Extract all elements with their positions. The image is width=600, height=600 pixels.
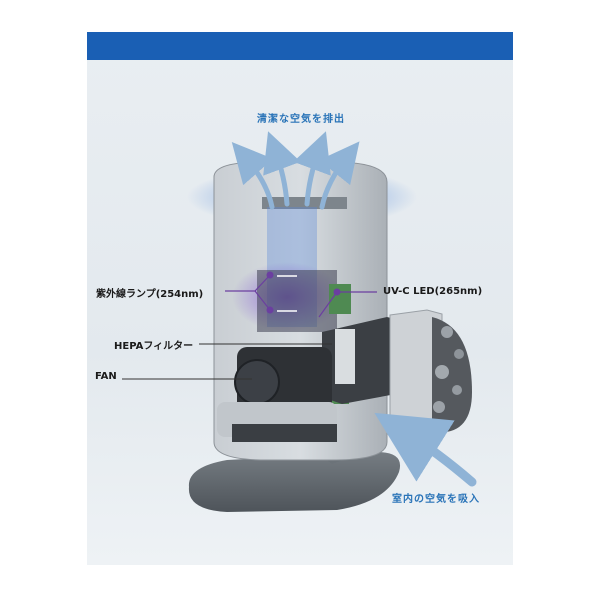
- dust-particle: [441, 326, 453, 338]
- uv-lamp-leader: [225, 274, 271, 311]
- exhaust-arrow: [231, 141, 275, 210]
- leader-line: [254, 290, 271, 311]
- diagram-panel: 機構: [87, 32, 513, 565]
- lower-slot: [232, 424, 337, 442]
- fan-label: FAN: [95, 371, 117, 382]
- dust-particle: [433, 401, 445, 413]
- fan-rotor: [234, 359, 280, 405]
- title-bar-bg: [87, 32, 513, 60]
- uv-lamp-point: [266, 271, 274, 279]
- exhaust-arrow: [318, 141, 360, 210]
- dust-particle: [454, 349, 464, 359]
- hepa-label: HEPAフィルター: [114, 341, 194, 352]
- exhaust-arrow: [293, 131, 331, 207]
- purifier-illustration: [87, 32, 513, 512]
- uv-lamp-point: [266, 306, 274, 314]
- uvc-led-label: UV-C LED(265nm): [383, 286, 483, 297]
- hepa-filter-frame: [335, 329, 355, 384]
- intake-caption: 室内の空気を吸入: [392, 494, 480, 505]
- uvc-led-point: [333, 288, 341, 296]
- uv-chamber: [257, 270, 337, 332]
- uv-light-rays: [277, 275, 297, 312]
- exhaust-arrows: [231, 131, 360, 210]
- uv-lamp-label: 紫外線ランプ(254nm): [96, 289, 204, 300]
- exhaust-caption: 清潔な空気を排出: [257, 114, 345, 125]
- dust-particle: [435, 365, 449, 379]
- intake-arrow: [374, 412, 477, 487]
- base-plate: [188, 452, 401, 512]
- dust-particle: [452, 385, 462, 395]
- exhaust-arrow: [263, 131, 301, 207]
